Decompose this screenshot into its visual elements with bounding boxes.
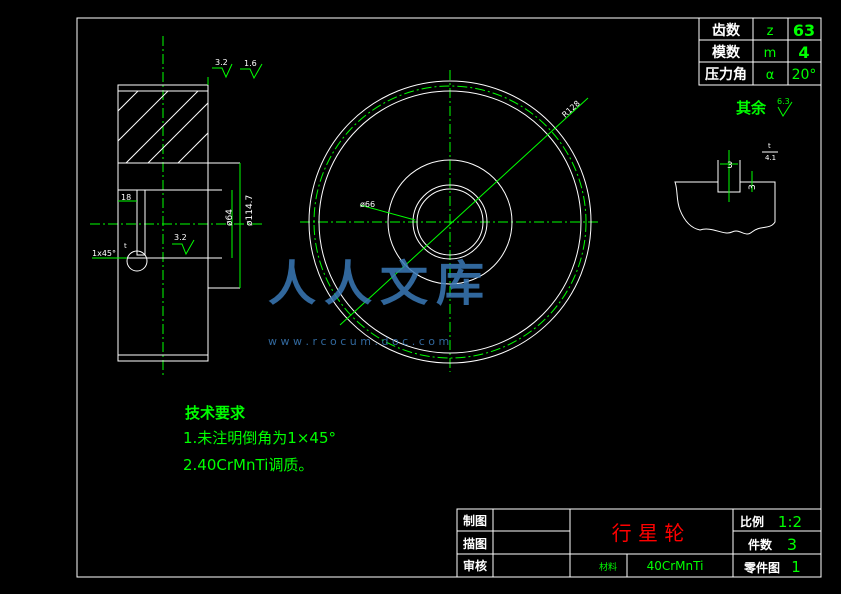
- inner-dia-dim: ø66: [360, 200, 375, 209]
- outer-radius-dim: R128: [560, 99, 582, 120]
- tech-item-1: 1.未注明倒角为1×45°: [183, 429, 336, 447]
- param-value-module: 4: [798, 43, 809, 62]
- finish-top-right: 1.6: [244, 59, 257, 68]
- tech-title: 技术要求: [185, 404, 246, 422]
- param-symbol-alpha: α: [766, 68, 775, 83]
- finish-bore: 3.2: [174, 233, 187, 242]
- keyway-dim-1: 3: [727, 161, 733, 171]
- drawing-label: 零件图: [743, 560, 780, 575]
- label-traced-by: 描图: [463, 536, 487, 551]
- gear-front-view: ø66 R128: [300, 70, 600, 372]
- finish-symbol-icon: [240, 63, 263, 80]
- ratio-value: 1:2: [778, 513, 802, 531]
- part-name: 行 星 轮: [612, 521, 685, 545]
- label-reviewed-by: 审核: [463, 558, 487, 573]
- hub-dim-d2: ø114.7: [245, 195, 255, 226]
- key-width-dim: 18: [121, 193, 131, 202]
- finish-symbol-icon: [212, 63, 233, 79]
- keyway-tol-value: 4.1: [765, 154, 776, 162]
- param-value-teeth: 63: [793, 21, 815, 40]
- gear-parameter-table: 齿数 z 63 模数 m 4 压力角 α 20°: [698, 17, 822, 86]
- watermark-url: w w w . r c o c u m . d o c . c o m: [268, 335, 449, 348]
- watermark: 人人文库 w w w . r c o c u m . d o c . c o m: [268, 256, 492, 348]
- title-block: 制图 描图 审核 行 星 轮 材料 40CrMnTi 比例 1:2 件数 3 零…: [456, 508, 822, 578]
- finish-symbol-icon: [777, 101, 793, 117]
- keyway-dim-2: 3: [748, 184, 758, 190]
- keyway-tol-mark: t: [768, 142, 771, 150]
- drawing-frame: [76, 17, 822, 578]
- param-label-pressure-angle: 压力角: [705, 66, 747, 83]
- param-label-teeth: 齿数: [712, 22, 741, 39]
- hub-dim-d1: ø64: [225, 209, 235, 226]
- qty-label: 件数: [748, 537, 773, 552]
- gear-section-view: ø64 ø114.7 18 1x45° t 3.2 1.6 3.2: [90, 36, 265, 375]
- section-mark: t: [124, 242, 127, 250]
- param-symbol-z: z: [767, 24, 774, 39]
- material-label: 材料: [599, 561, 617, 573]
- tech-item-2: 2.40CrMnTi调质。: [183, 456, 313, 474]
- watermark-text: 人人文库: [268, 256, 492, 312]
- param-label-module: 模数: [712, 44, 741, 61]
- label-drawn-by: 制图: [463, 513, 487, 528]
- finish-symbol-icon: [172, 239, 195, 256]
- ratio-label: 比例: [740, 514, 764, 529]
- param-value-pressure-angle: 20°: [792, 67, 817, 83]
- finish-top-left: 3.2: [215, 58, 228, 67]
- drawing-number: 1: [791, 558, 801, 576]
- rest-finish-value: 6.3: [777, 97, 790, 106]
- keyway-section-view: 3 3 t 4.1: [674, 142, 778, 235]
- material-value: 40CrMnTi: [647, 559, 704, 573]
- rest-surface-finish: 其余 6.3: [736, 97, 793, 117]
- chamfer-dim: 1x45°: [92, 249, 116, 258]
- rest-label: 其余: [736, 99, 767, 117]
- tech-requirements: 技术要求 1.未注明倒角为1×45° 2.40CrMnTi调质。: [183, 404, 336, 474]
- qty-value: 3: [787, 535, 797, 554]
- param-symbol-m: m: [764, 46, 777, 61]
